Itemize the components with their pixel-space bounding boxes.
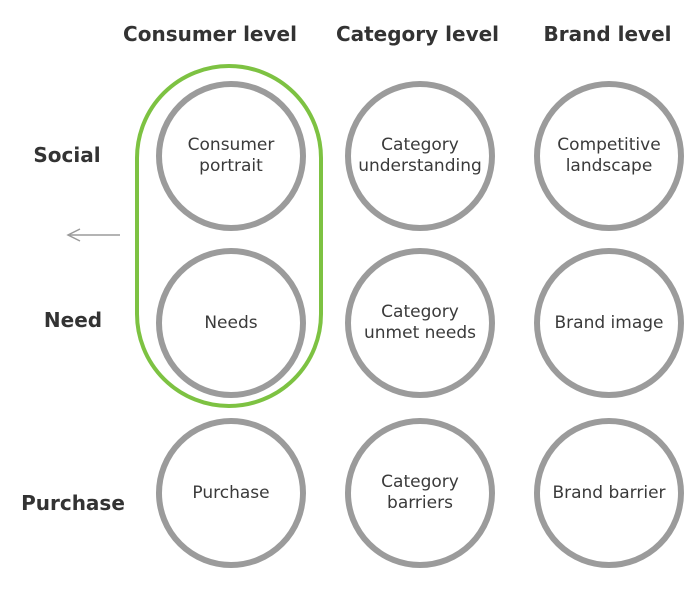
row-label-social: Social [33,143,101,167]
circle-brand-image: Brand image [534,248,684,398]
circle-label: Brand image [554,312,664,333]
circle-category-unmet-needs: Category unmet needs [345,248,495,398]
circle-category-understanding: Category understanding [345,81,495,231]
column-header-consumer-level: Consumer level [123,22,297,46]
column-header-brand-level: Brand level [543,22,672,46]
circle-needs: Needs [156,248,306,398]
circle-label: Category unmet needs [364,302,476,343]
circle-brand-barrier: Brand barrier [534,418,684,568]
circle-label: Brand barrier [552,482,666,503]
circle-category-barriers: Category barriers [345,418,495,568]
circle-consumer-portrait: Consumer portrait [156,81,306,231]
circle-label: Purchase [192,482,270,503]
row-label-purchase: Purchase [21,491,125,515]
left-arrow-icon [66,228,120,242]
circle-label: Needs [204,312,258,333]
circle-competitive-landscape: Competitive landscape [534,81,684,231]
highlight-capsule [135,64,323,408]
circle-purchase: Purchase [156,418,306,568]
row-label-need: Need [43,308,103,332]
column-header-category-level: Category level [335,22,500,46]
circle-label: Category understanding [358,135,482,176]
circle-label: Category barriers [381,472,459,513]
circle-label: Consumer portrait [187,135,275,176]
circle-label: Competitive landscape [557,135,661,176]
